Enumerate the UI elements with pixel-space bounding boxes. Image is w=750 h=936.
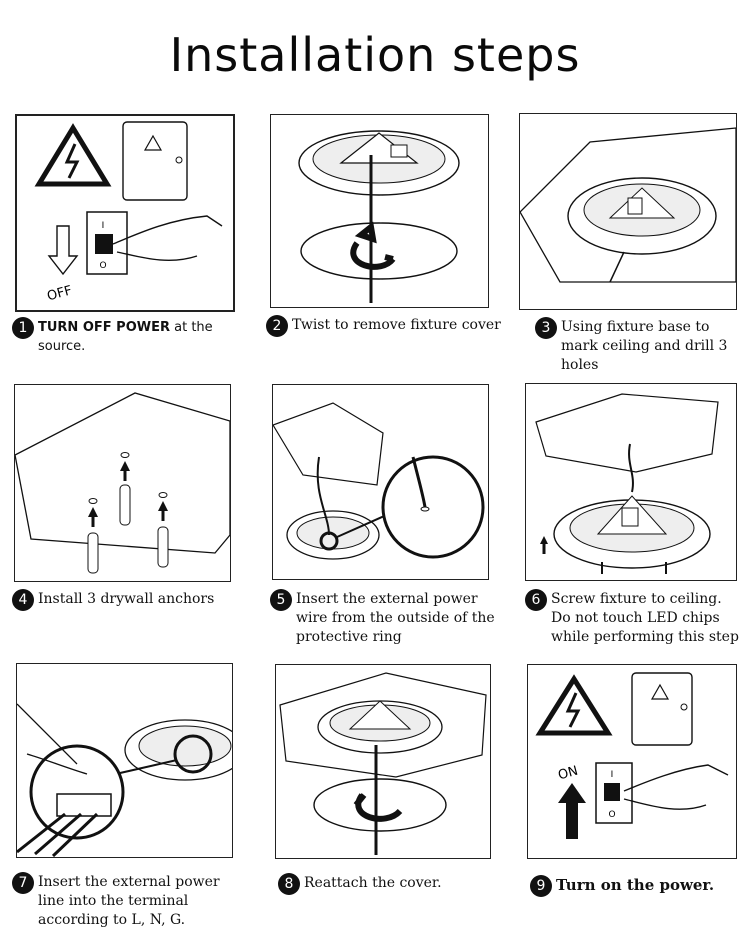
zoom-circle-icon <box>381 455 485 559</box>
step-number-badge: 7 <box>12 872 34 894</box>
warning-triangle-icon <box>535 674 613 736</box>
step-3-caption: 3 Using fixture base to mark ceiling and… <box>535 317 740 375</box>
step-6-illustration <box>525 383 737 581</box>
step-number-badge: 2 <box>266 315 288 337</box>
step-number-badge: 4 <box>12 589 34 611</box>
step-9-caption: 9 Turn on the power. <box>530 875 740 897</box>
anchor-icon <box>157 526 169 568</box>
svg-text:O: O <box>99 261 106 271</box>
svg-text:ON: ON <box>557 764 580 784</box>
step-number-badge: 5 <box>270 589 292 611</box>
step-1-illustration: I O OFF <box>15 114 235 312</box>
hand-icon <box>112 215 223 262</box>
svg-text:OFF: OFF <box>46 283 74 304</box>
step-2-caption: 2 Twist to remove fixture cover <box>266 315 506 337</box>
step-3-illustration <box>519 113 737 310</box>
step-5-caption: 5 Insert the external power wire from th… <box>270 589 500 647</box>
terminal-block-icon <box>56 793 112 817</box>
step-number-badge: 6 <box>525 589 547 611</box>
step-7-caption: 7 Insert the external power line into th… <box>12 872 247 930</box>
step-8-caption: 8 Reattach the cover. <box>278 873 498 895</box>
step-1-caption: 1 TURN OFF POWER at the source. <box>12 317 227 356</box>
step-6-caption: 6 Screw fixture to ceiling. Do not touch… <box>525 589 740 647</box>
power-off-drawing: I O OFF <box>34 121 223 304</box>
step-2-illustration <box>270 114 489 308</box>
step-number-badge: 1 <box>12 317 34 339</box>
warning-triangle-icon <box>34 123 112 187</box>
step-4-caption: 4 Install 3 drywall anchors <box>12 589 232 611</box>
svg-text:I: I <box>611 770 614 780</box>
step-number-badge: 8 <box>278 873 300 895</box>
step-number-badge: 3 <box>535 317 557 339</box>
hand-icon <box>623 764 729 810</box>
step-4-illustration <box>14 384 231 582</box>
breaker-box-icon <box>122 121 188 201</box>
hand-icon <box>17 703 88 775</box>
arrow-down-icon <box>47 225 79 276</box>
step-9-illustration: I O ON <box>527 664 737 859</box>
breaker-box-icon <box>631 672 693 746</box>
svg-text:O: O <box>608 810 615 820</box>
twist-arrow-icon <box>353 793 403 822</box>
twist-arrow-icon <box>350 221 396 270</box>
anchor-icon <box>87 532 99 574</box>
step-8-illustration <box>275 664 491 859</box>
arrow-up-icon <box>558 783 586 839</box>
svg-text:I: I <box>102 221 105 231</box>
step-7-illustration <box>16 663 233 858</box>
step-5-illustration <box>272 384 489 580</box>
anchor-icon <box>119 484 131 526</box>
step-number-badge: 9 <box>530 875 552 897</box>
page-title: Installation steps <box>169 28 581 82</box>
